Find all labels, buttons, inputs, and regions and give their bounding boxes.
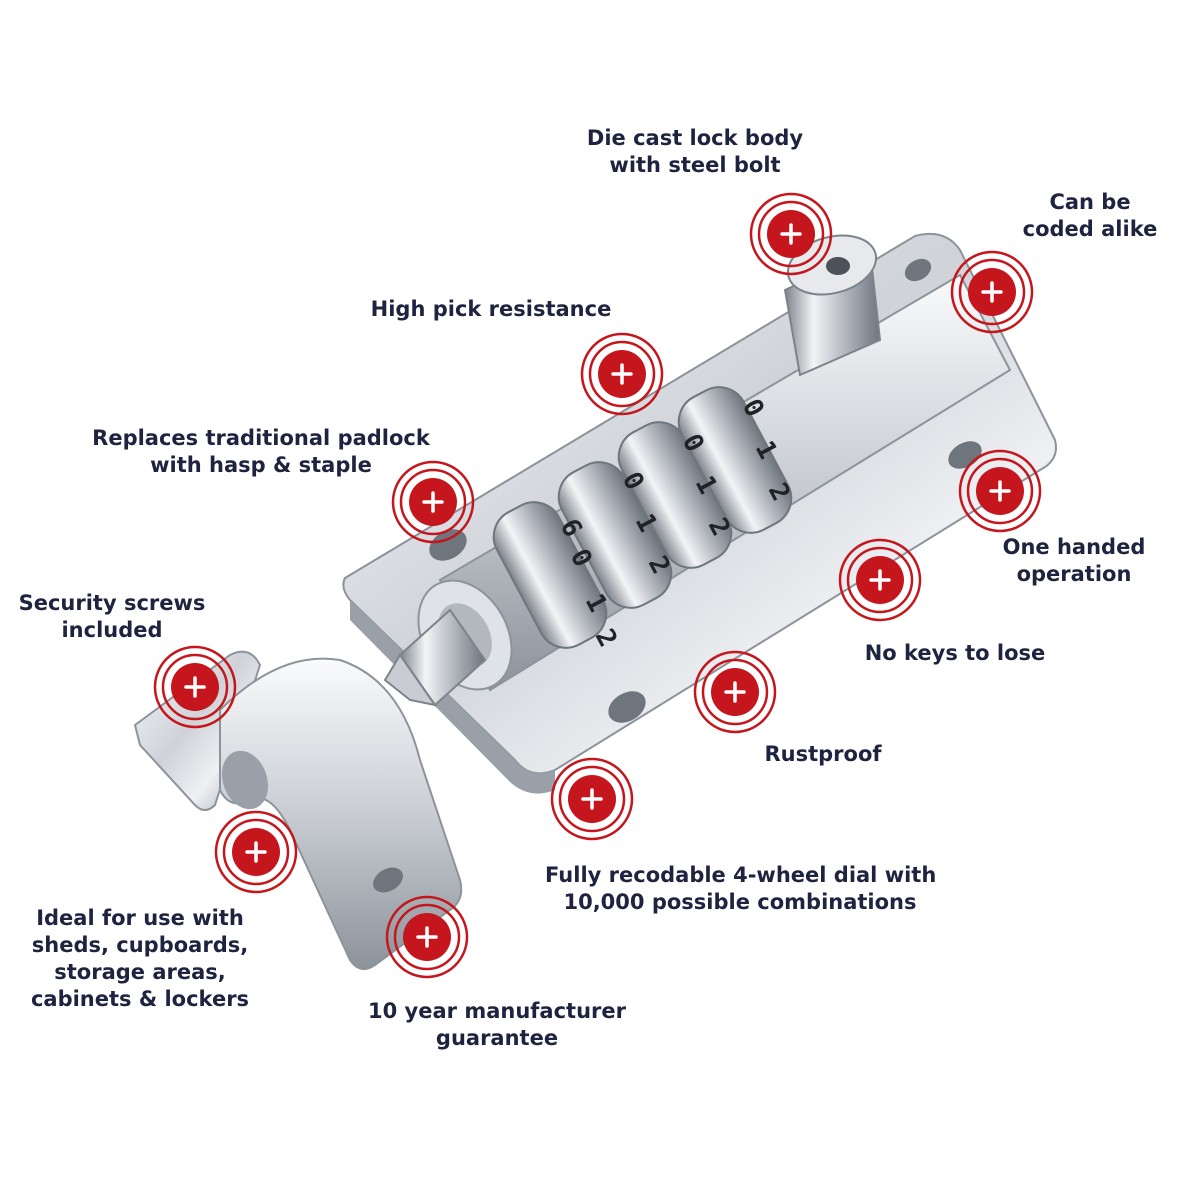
label-pick-resistance: High pick resistance — [370, 297, 612, 321]
dial-wheels: 6 0 1 2 0 1 2 0 1 2 0 1 2 — [492, 386, 796, 652]
plus-icon — [184, 676, 206, 698]
plus-icon — [611, 363, 633, 385]
hotspot-marker — [749, 192, 833, 276]
steel-bolt — [383, 608, 487, 707]
plus-icon — [780, 223, 802, 245]
label-no-keys: No keys to lose — [864, 641, 1046, 665]
label-recodable: Fully recodable 4-wheel dial with 10,000… — [545, 863, 937, 914]
bolt-knob — [783, 234, 882, 377]
hotspot-marker — [385, 895, 469, 979]
label-replaces-padlock: Replaces traditional padlock with hasp &… — [92, 426, 430, 477]
hotspot-marker — [693, 650, 777, 734]
label-guarantee: 10 year manufacturer guarantee — [368, 999, 626, 1050]
hotspot-one-handed[interactable] — [958, 449, 1042, 533]
label-one-handed: One handed operation — [1002, 535, 1146, 586]
hotspot-die-cast[interactable] — [749, 192, 833, 276]
plus-icon — [989, 480, 1011, 502]
label-die-cast: Die cast lock body with steel bolt — [586, 126, 804, 177]
label-security-screws: Security screws included — [18, 591, 206, 642]
label-ideal-for: Ideal for use with sheds, cupboards, sto… — [30, 906, 250, 1011]
plus-icon — [422, 491, 444, 513]
label-rustproof: Rustproof — [764, 742, 882, 766]
plus-icon — [981, 281, 1003, 303]
hotspot-pick-resistance[interactable] — [580, 332, 664, 416]
staple-keeper — [133, 650, 463, 970]
hotspot-marker — [580, 332, 664, 416]
plus-icon — [724, 681, 746, 703]
hotspot-replaces-padlock[interactable] — [391, 460, 475, 544]
hotspot-rustproof[interactable] — [693, 650, 777, 734]
hotspot-marker — [838, 538, 922, 622]
hotspot-guarantee[interactable] — [385, 895, 469, 979]
hotspot-marker — [550, 757, 634, 841]
hotspot-marker — [214, 810, 298, 894]
plus-icon — [416, 926, 438, 948]
hotspot-marker — [391, 460, 475, 544]
plus-icon — [869, 569, 891, 591]
hotspot-coded-alike[interactable] — [950, 250, 1034, 334]
plus-icon — [581, 788, 603, 810]
plus-icon — [245, 841, 267, 863]
hotspot-security-screws[interactable] — [153, 645, 237, 729]
label-coded-alike: Can be coded alike — [1022, 190, 1158, 241]
hotspot-marker — [153, 645, 237, 729]
hotspot-no-keys[interactable] — [838, 538, 922, 622]
hotspot-marker — [958, 449, 1042, 533]
hotspot-marker — [950, 250, 1034, 334]
hotspot-ideal-for[interactable] — [214, 810, 298, 894]
hotspot-recodable[interactable] — [550, 757, 634, 841]
